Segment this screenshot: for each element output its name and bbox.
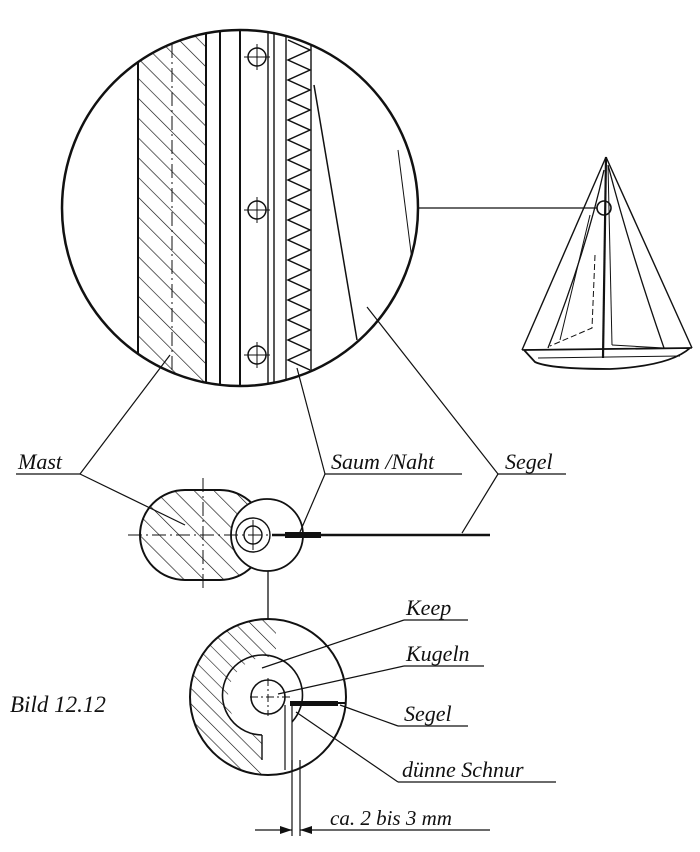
label-kugeln: Kugeln: [405, 641, 470, 666]
closeup-outline: [189, 618, 347, 776]
bead-top: [244, 44, 270, 70]
seam-stitch-zigzag: [286, 39, 312, 371]
label-segel-bottom: Segel: [404, 701, 452, 726]
sail-fabric-edge: [313, 84, 358, 341]
groove-closeup: [189, 618, 347, 776]
detail-locator-marker: [596, 200, 612, 216]
label-saum-naht: Saum /Naht: [331, 449, 435, 474]
leader-lines: [16, 306, 566, 783]
label-mast: Mast: [17, 449, 63, 474]
dimension-indicator: [255, 760, 490, 836]
bead-middle: [244, 197, 270, 223]
label-dimension: ca. 2 bis 3 mm: [330, 806, 452, 830]
label-keep: Keep: [405, 595, 451, 620]
sailboat-icon: [521, 156, 693, 370]
detail-magnifier: [60, 28, 420, 388]
mast-cross-section: [128, 478, 490, 592]
label-segel-top: Segel: [505, 449, 553, 474]
label-duenne-schnur: dünne Schnur: [402, 757, 524, 782]
figure-caption: Bild 12.12: [10, 692, 106, 717]
bead-bottom: [244, 342, 270, 368]
